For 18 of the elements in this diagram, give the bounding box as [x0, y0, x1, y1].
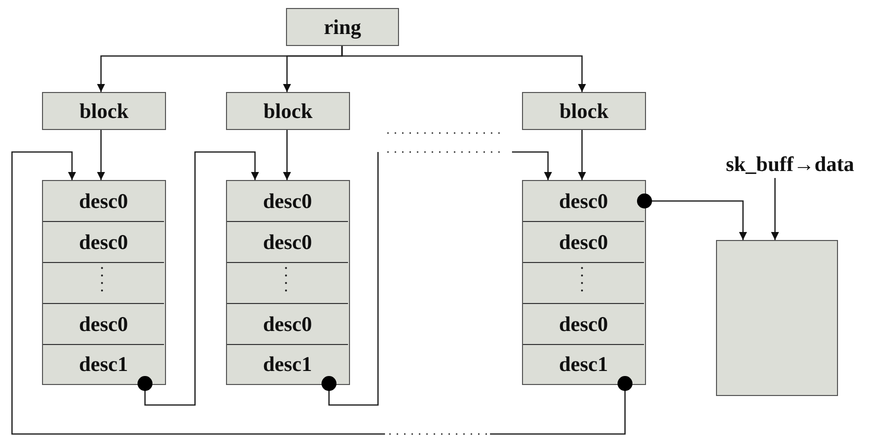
arrow: [512, 151, 552, 180]
arrow: [138, 151, 259, 406]
arrow: [97, 130, 105, 180]
arrow: [578, 130, 586, 180]
arrow: [283, 130, 291, 180]
arrow: [637, 194, 747, 240]
data-buffer-box: [716, 240, 838, 396]
arrow: [341, 46, 586, 92]
pointer-label: sk_buff→data: [698, 150, 882, 178]
descriptor-ring: [522, 180, 646, 385]
arrow: [771, 178, 779, 240]
label-box: block: [42, 92, 166, 130]
label-box: ring: [286, 8, 399, 46]
label-box: block: [522, 92, 646, 130]
descriptor-ring: [226, 180, 350, 385]
label-box: block: [226, 92, 350, 130]
descriptor-ring: [42, 180, 166, 385]
arrow: [11, 151, 385, 435]
